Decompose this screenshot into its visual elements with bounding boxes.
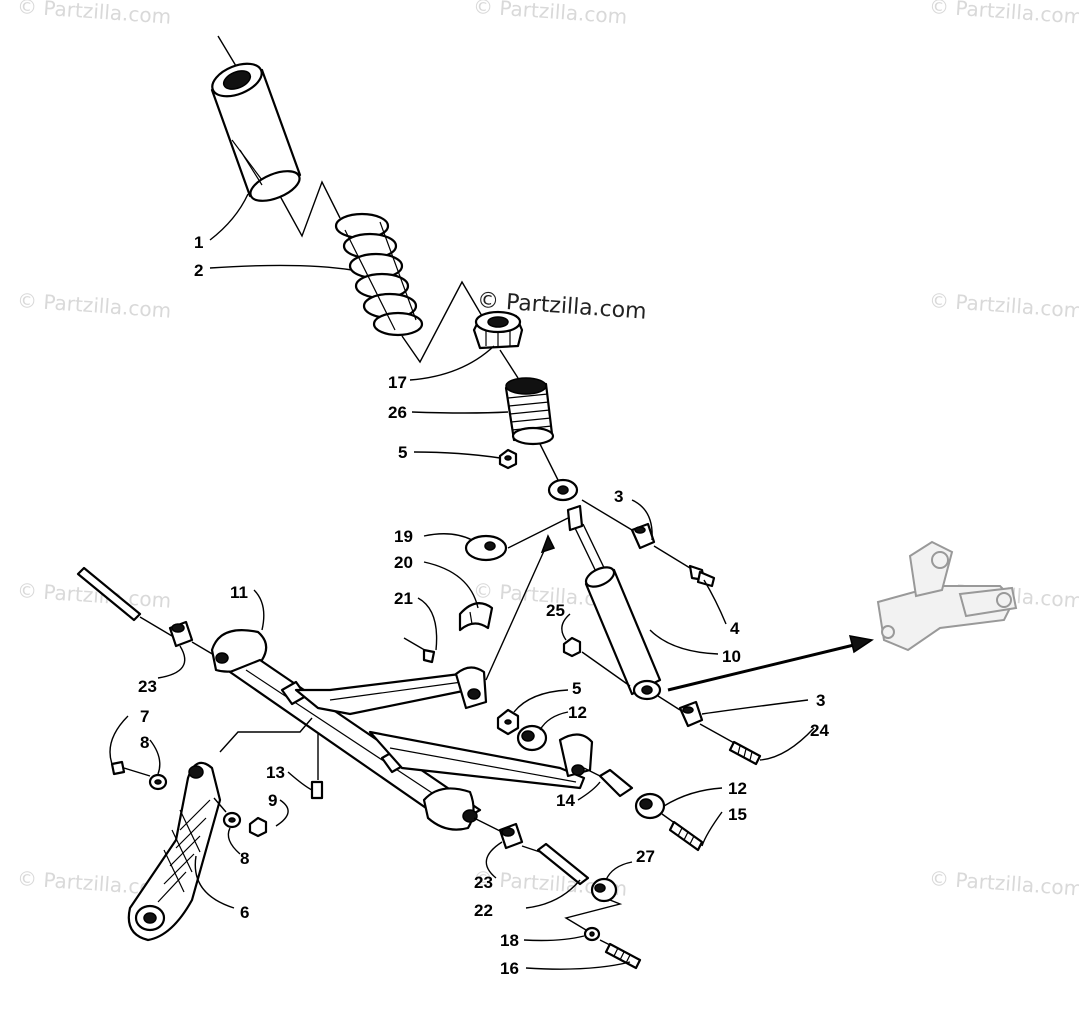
callout-12-upper[interactable]: 12 [568,703,587,722]
part-9-nut[interactable] [248,816,268,838]
part-21-grease-fitting[interactable] [403,637,436,664]
callout-24[interactable]: 24 [810,721,829,740]
callout-3-lower[interactable]: 3 [816,691,825,710]
part-8-washer-upper[interactable] [148,773,168,791]
part-18-washer[interactable] [583,926,601,942]
part-26-bumper[interactable] [504,377,555,446]
callout-9[interactable]: 9 [268,791,277,810]
part-3-bushing-lower[interactable] [657,695,704,728]
callout-27[interactable]: 27 [636,847,655,866]
part-24-bolt[interactable] [699,723,762,766]
callout-17[interactable]: 17 [388,373,407,392]
callout-3-upper[interactable]: 3 [614,487,623,506]
part-12-bushing-lower[interactable] [634,792,666,820]
callout-11[interactable]: 11 [230,583,248,602]
part-20-bushing-half[interactable] [458,602,494,632]
part-23-bushing-lower[interactable] [473,817,524,850]
callout-26[interactable]: 26 [388,403,407,422]
callout-15[interactable]: 15 [728,805,747,824]
callout-21[interactable]: 21 [394,589,413,608]
callout-12-lower[interactable]: 12 [728,779,747,798]
part-23-bushing-left[interactable] [168,620,194,648]
part-25-nut[interactable] [562,636,582,658]
part-2-spring[interactable] [334,212,424,337]
callout-22[interactable]: 22 [474,901,493,920]
callout-23-left[interactable]: 23 [138,677,157,696]
part-19-washer[interactable] [464,534,508,562]
callout-23-lower[interactable]: 23 [474,873,493,892]
part-11-rear-arm[interactable] [210,629,594,831]
part-13-grease-fitting[interactable] [310,780,324,800]
callout-16[interactable]: 16 [500,959,519,978]
callout-13[interactable]: 13 [266,763,285,782]
callout-10[interactable]: 10 [722,647,741,666]
callout-5-lower[interactable]: 5 [572,679,581,698]
callout-4[interactable]: 4 [730,619,740,638]
callout-25[interactable]: 25 [546,601,565,620]
part-14-shaft[interactable] [583,767,634,798]
part-27-bushing[interactable] [590,877,618,903]
part-12-bushing-upper[interactable] [516,724,548,752]
part-8-washer-lower[interactable] [213,797,242,829]
part-10-shock-absorber[interactable] [547,478,662,701]
leader-lines [109,193,815,970]
part-15-bolt[interactable] [661,813,704,852]
callout-labels: 1 2 17 26 5 3 4 19 20 21 11 25 10 23 5 1… [138,233,829,978]
callout-19[interactable]: 19 [394,527,413,546]
part-6-link-arm[interactable] [127,761,222,942]
part-22-rod-upper[interactable] [76,566,142,622]
part-1-sleeve[interactable] [208,35,304,207]
callout-6[interactable]: 6 [240,903,249,922]
part-16-bolt[interactable] [599,939,642,970]
callout-5-upper[interactable]: 5 [398,443,407,462]
callout-2[interactable]: 2 [194,261,203,280]
part-5-nut-lower[interactable] [496,708,520,736]
part-4-bolt[interactable] [653,545,716,588]
ghost-rear-suspension-reference [876,540,1018,652]
callout-1[interactable]: 1 [194,233,203,252]
part-7-bolt[interactable] [110,760,151,777]
callout-20[interactable]: 20 [394,553,413,572]
part-5-nut-upper[interactable] [498,448,518,470]
part-22-rod[interactable] [536,842,590,886]
part-17-adjuster-nut[interactable] [472,310,524,350]
callout-7[interactable]: 7 [140,707,149,726]
part-3-bushing-upper[interactable] [581,499,656,550]
callout-8-lower[interactable]: 8 [240,849,249,868]
callout-18[interactable]: 18 [500,931,519,950]
callout-14[interactable]: 14 [556,791,575,810]
callout-8-upper[interactable]: 8 [140,733,149,752]
